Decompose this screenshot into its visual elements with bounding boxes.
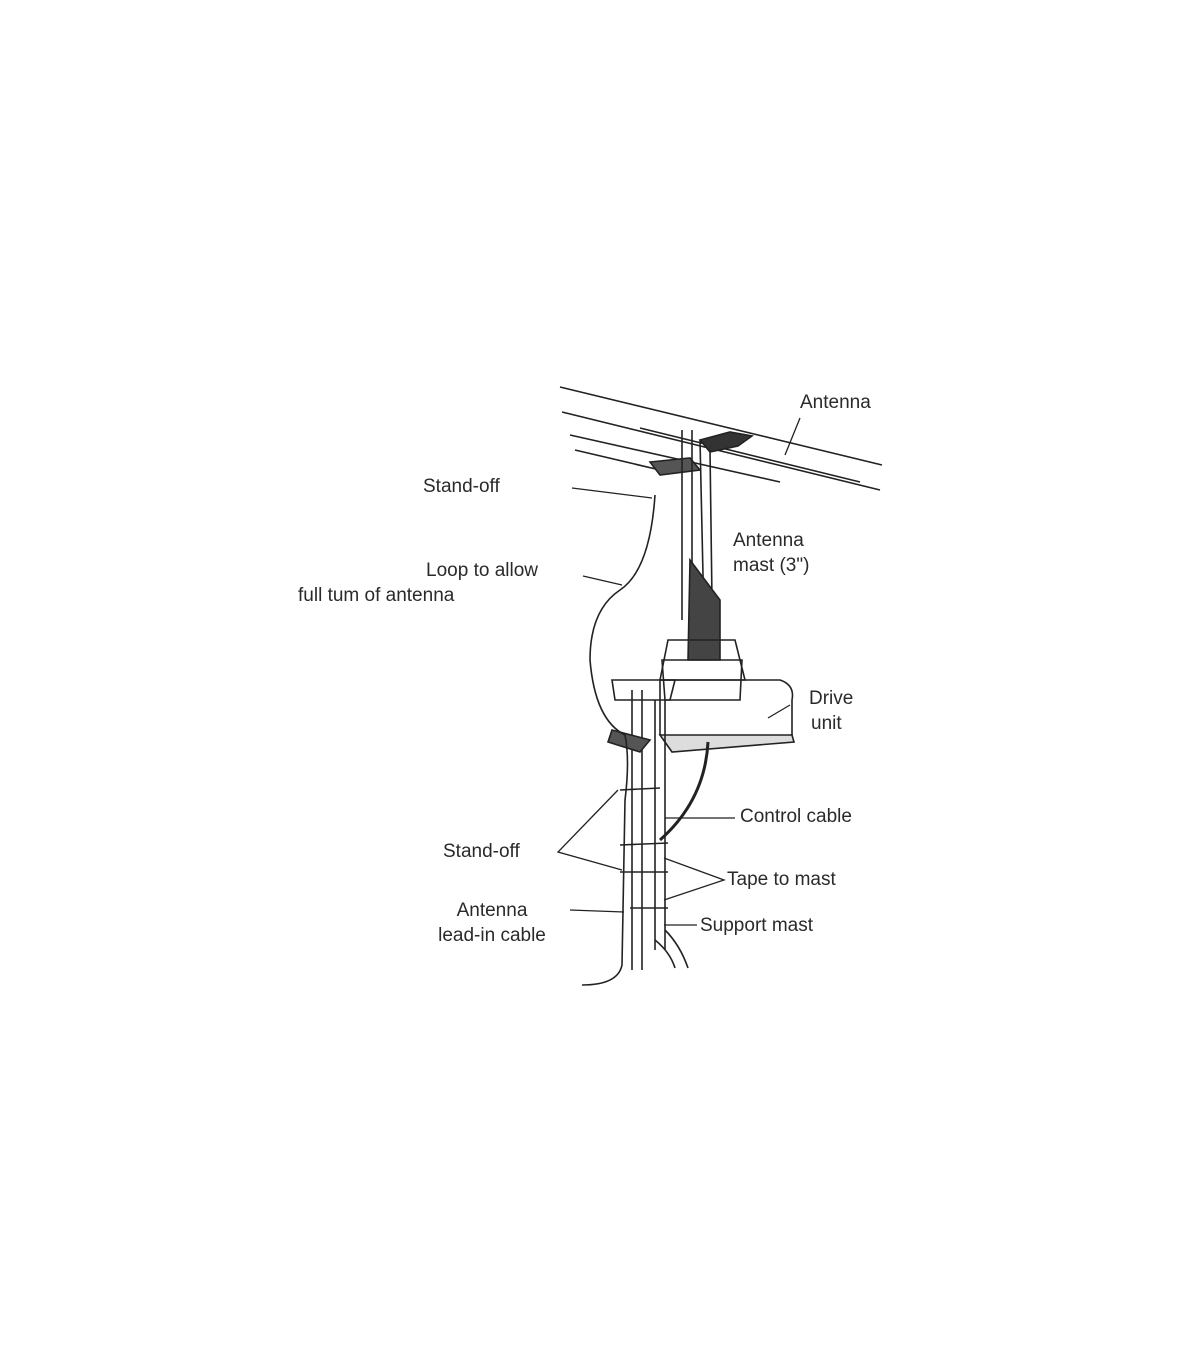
label-lead-in-cable: Antenna lead-in cable	[412, 898, 572, 948]
label-loop-line1: Loop to allow	[426, 560, 538, 581]
antenna-mast	[659, 430, 747, 701]
label-antenna: Antenna	[800, 392, 871, 413]
label-standoff-top: Stand-off	[423, 476, 500, 497]
label-antenna-mast-line1: Antenna	[733, 530, 804, 551]
label-drive-unit-line1: Drive	[809, 688, 854, 709]
label-loop: Loop to allow full tum of antenna	[298, 558, 538, 608]
label-support-mast: Support mast	[700, 915, 813, 936]
label-drive-unit-line2: unit	[811, 713, 842, 734]
label-loop-line2: full tum of antenna	[298, 585, 455, 606]
label-drive-unit: Drive unit	[809, 686, 853, 736]
label-antenna-mast-line2: mast (3")	[733, 555, 810, 576]
antenna-elements	[559, 386, 883, 491]
label-standoff-bottom: Stand-off	[443, 841, 520, 862]
label-control-cable: Control cable	[740, 806, 852, 827]
label-lead-in-line1: Antenna	[456, 900, 528, 921]
label-antenna-mast: Antenna mast (3")	[733, 528, 809, 578]
cables	[581, 494, 710, 986]
label-tape-to-mast: Tape to mast	[727, 869, 836, 890]
leader-lines	[556, 417, 801, 926]
drive-unit	[658, 679, 796, 753]
label-lead-in-line2: lead-in cable	[438, 925, 546, 946]
